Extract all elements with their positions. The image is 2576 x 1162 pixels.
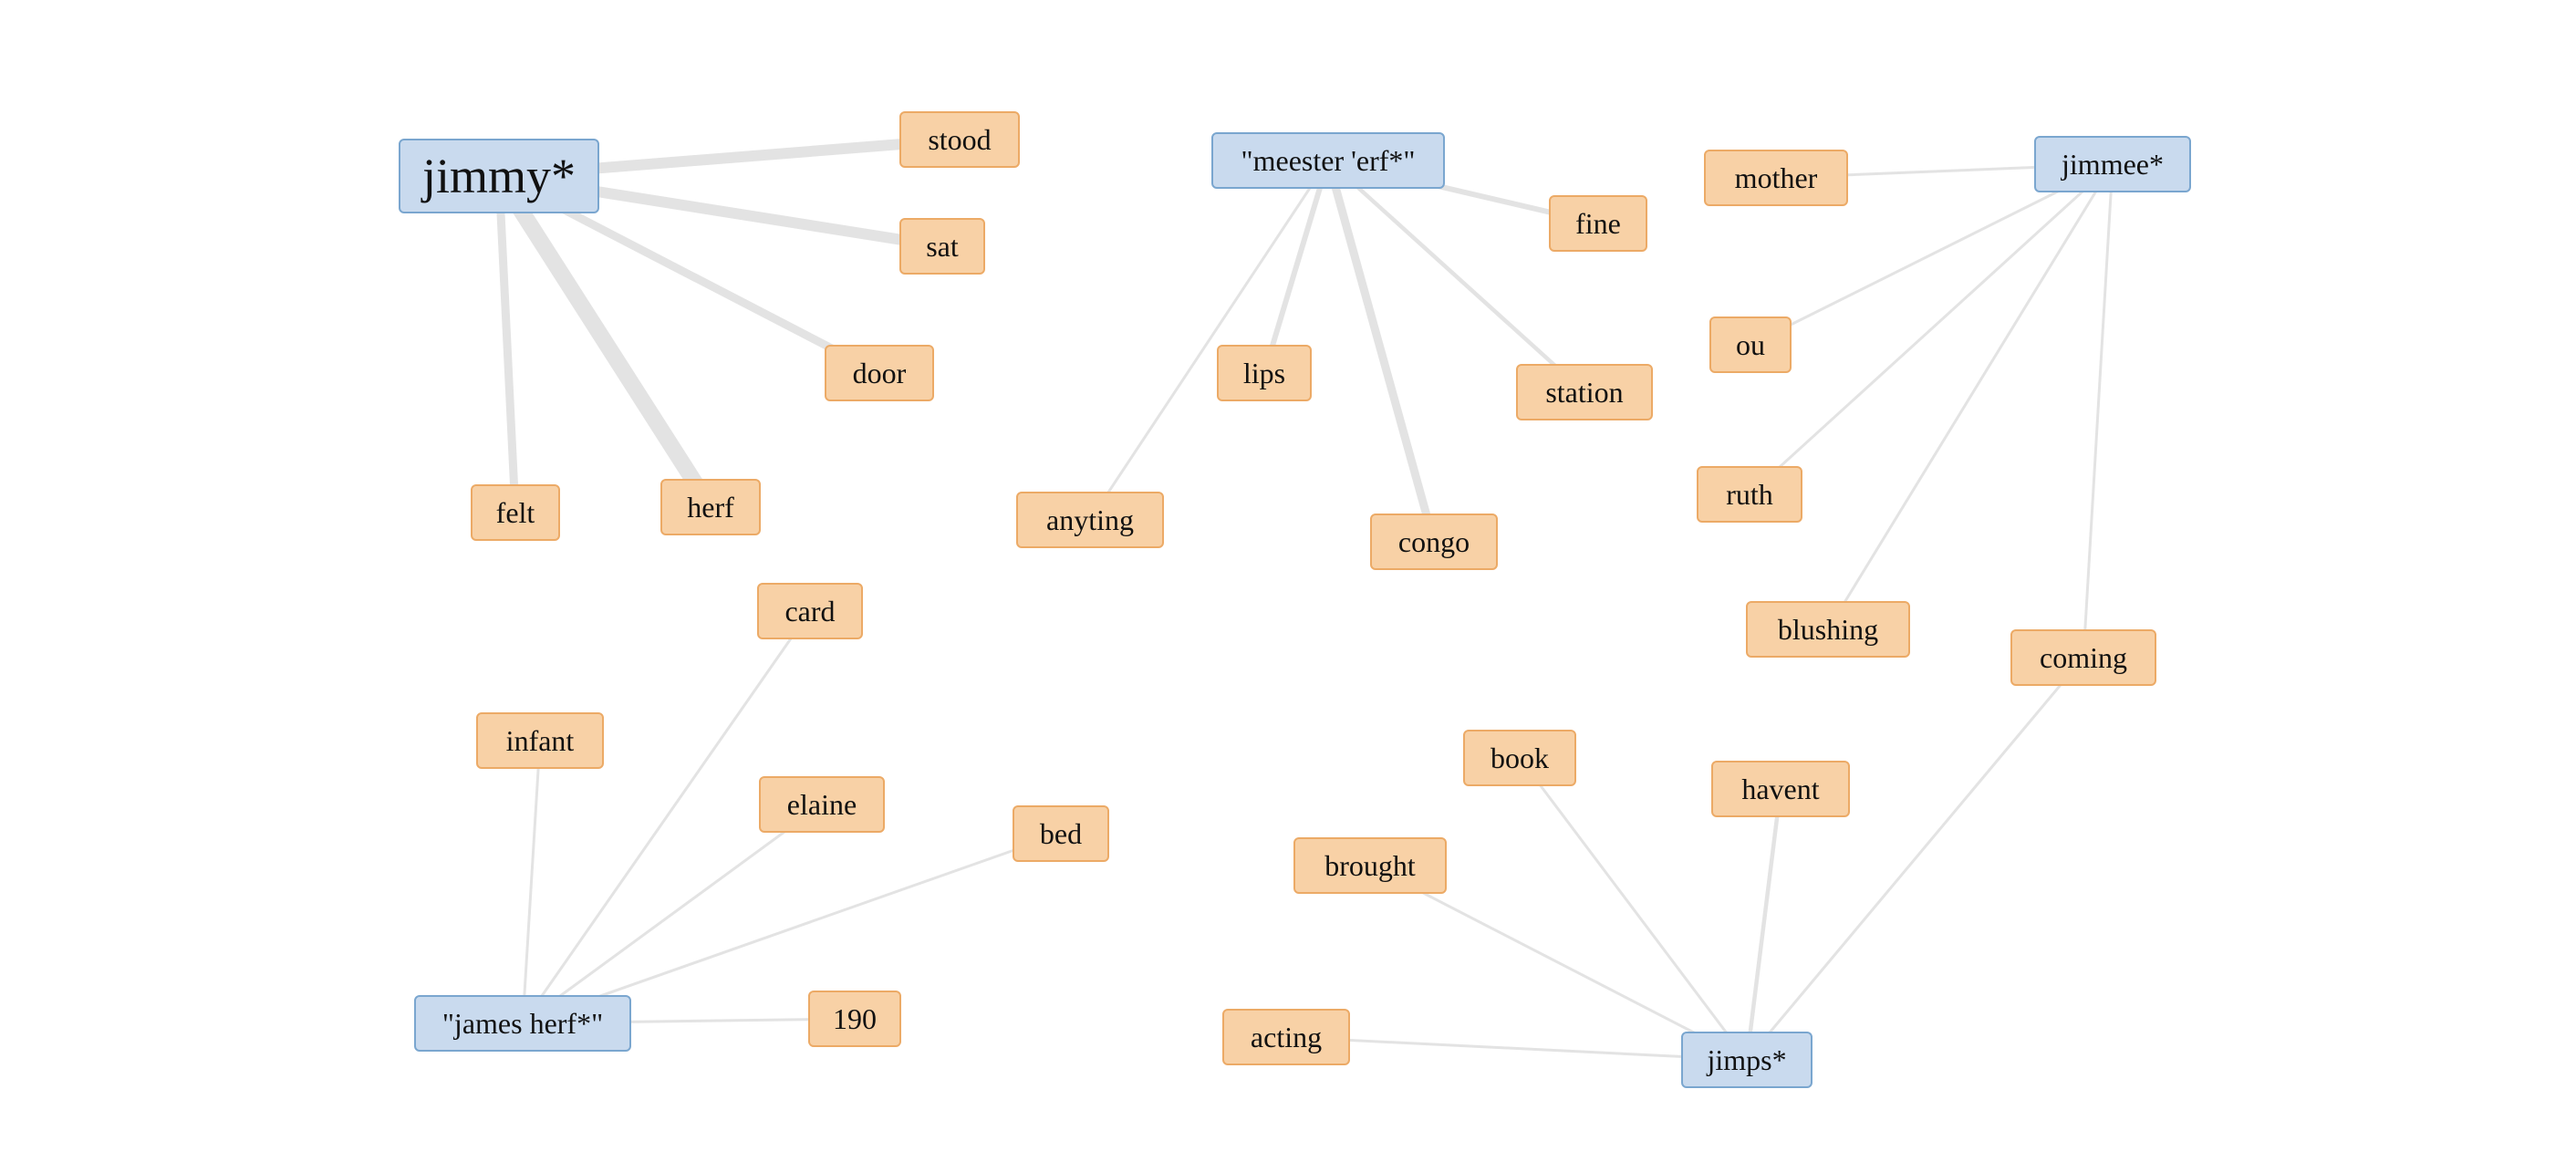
term-node-book: book [1463,730,1576,786]
term-node-bed: bed [1013,805,1109,862]
hub-node-jimmee: jimmee* [2034,136,2191,192]
edge-jimps-book [1518,756,1749,1062]
edge-jimmee-ou [1749,162,2114,347]
edge-meester-lips [1262,158,1331,376]
term-node-ou: ou [1709,316,1792,373]
term-node-anyting: anyting [1016,492,1164,548]
term-node-congo: congo [1370,514,1498,570]
edge-jimmee-blushing [1826,162,2114,631]
edge-meester-anyting [1088,159,1330,522]
term-node-station: station [1516,364,1653,420]
term-node-ruth: ruth [1697,466,1802,523]
term-node-lips: lips [1217,345,1312,401]
hub-node-jimps: jimps* [1681,1032,1813,1088]
hub-node-jimmy: jimmy* [399,139,599,213]
edge-jimmee-ruth [1748,162,2114,496]
edge-jimmy-felt [494,171,520,517]
term-node-mother: mother [1704,150,1848,206]
hub-node-meester-erf: "meester 'erf*" [1211,132,1445,189]
edge-jimmee-coming [2082,162,2114,659]
edge-james-bed [521,832,1063,1025]
hub-node-james-herf: "james herf*" [414,995,631,1052]
edge-jimps-coming [1745,656,2085,1062]
term-node-door: door [825,345,934,401]
term-node-190: 190 [808,991,901,1047]
term-node-fine: fine [1549,195,1647,252]
term-node-felt: felt [471,484,560,541]
term-node-blushing: blushing [1746,601,1910,658]
term-node-infant: infant [476,712,604,769]
edge-james-card [521,609,812,1025]
term-node-acting: acting [1222,1009,1350,1065]
edge-jimps-acting [1284,1035,1749,1062]
term-node-card: card [757,583,863,639]
edge-jimps-havent [1744,786,1783,1063]
edge-meester-station [1325,158,1587,395]
term-node-sat: sat [899,218,985,275]
edge-james-infant [521,739,542,1025]
edge-jimmy-herf [491,168,719,515]
term-node-herf: herf [660,479,761,535]
term-node-elaine: elaine [759,776,885,833]
term-node-brought: brought [1293,837,1447,894]
term-node-stood: stood [899,111,1020,168]
term-node-coming: coming [2010,629,2156,686]
edge-meester-congo [1324,156,1439,546]
edge-james-elaine [521,803,824,1025]
term-node-havent: havent [1711,761,1850,817]
edge-jimps-brought [1368,864,1749,1062]
